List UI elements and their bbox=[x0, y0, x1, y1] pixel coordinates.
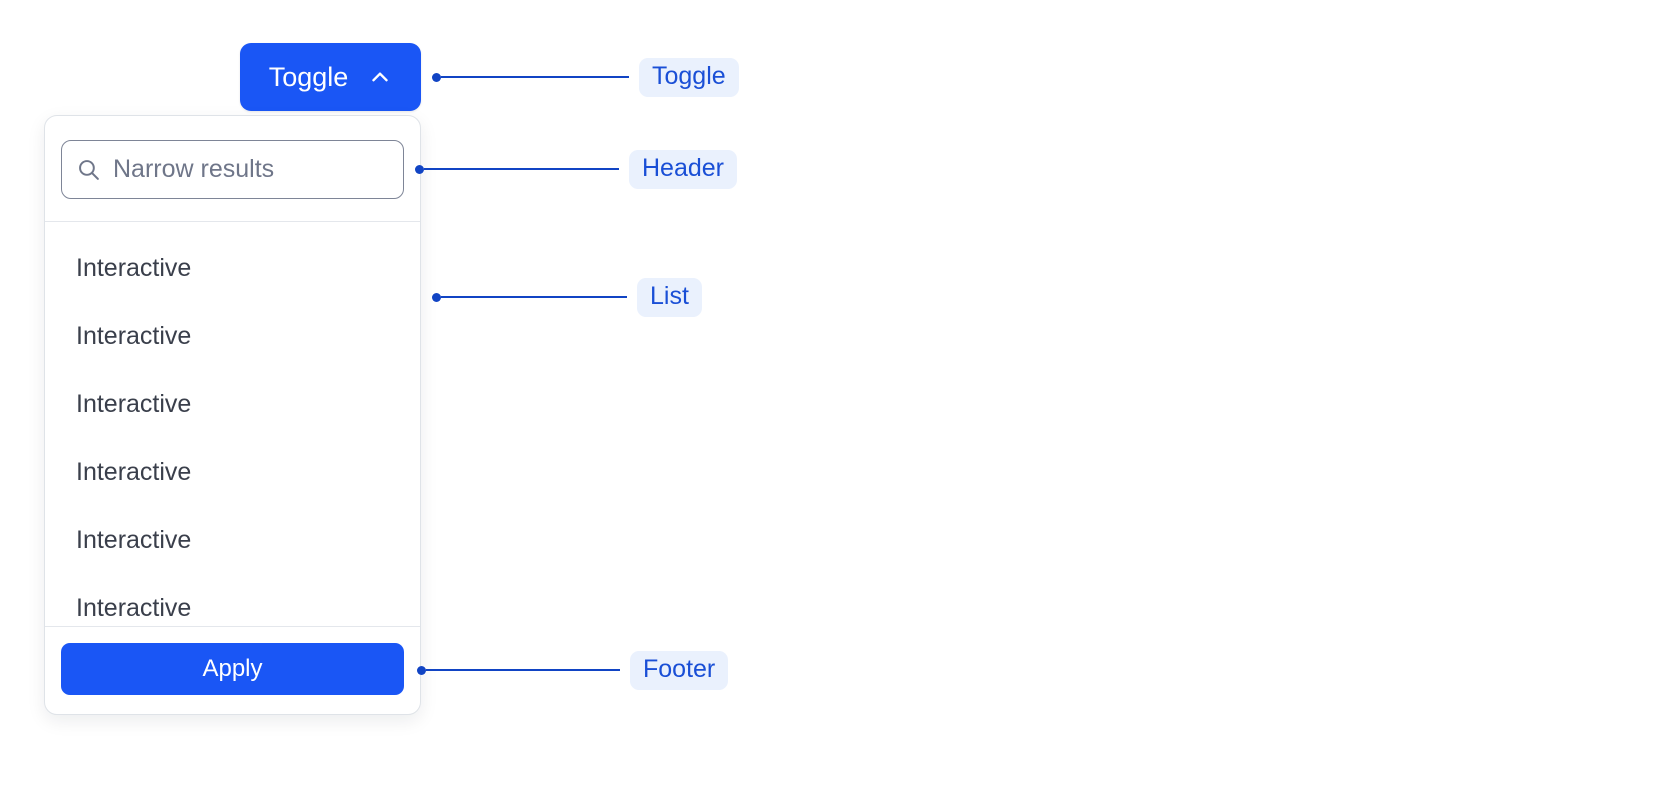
list-item[interactable]: Interactive bbox=[76, 457, 192, 486]
annotation-line bbox=[426, 669, 620, 671]
list-item[interactable]: Interactive bbox=[76, 389, 192, 418]
annotation-footer: Footer bbox=[417, 650, 729, 690]
dropdown-footer: Apply bbox=[45, 626, 420, 714]
annotation-line bbox=[441, 76, 629, 78]
apply-button[interactable]: Apply bbox=[61, 643, 404, 695]
annotation-badge-footer: Footer bbox=[630, 650, 729, 690]
annotation-line bbox=[441, 296, 627, 298]
annotation-badge-toggle: Toggle bbox=[639, 57, 739, 97]
annotation-dot bbox=[432, 292, 441, 302]
annotation-list: List bbox=[432, 277, 702, 317]
annotation-dot bbox=[415, 164, 424, 174]
dropdown-panel: Interactive Interactive Interactive Inte… bbox=[44, 115, 421, 715]
annotation-dot bbox=[432, 72, 441, 82]
list-item[interactable]: Interactive bbox=[76, 321, 192, 350]
list-item[interactable]: Interactive bbox=[76, 253, 192, 282]
search-input[interactable] bbox=[113, 155, 389, 184]
annotation-toggle: Toggle bbox=[432, 57, 739, 97]
toggle-button-label: Toggle bbox=[268, 61, 349, 92]
dropdown-list: Interactive Interactive Interactive Inte… bbox=[45, 222, 420, 626]
dropdown-header bbox=[45, 116, 420, 222]
annotation-badge-header: Header bbox=[629, 149, 737, 189]
annotation-dot bbox=[417, 665, 426, 675]
annotation-badge-list: List bbox=[637, 277, 702, 317]
annotation-line bbox=[424, 168, 619, 170]
list-item[interactable]: Interactive bbox=[76, 593, 192, 622]
annotation-header: Header bbox=[415, 149, 737, 189]
search-field[interactable] bbox=[61, 140, 404, 199]
search-icon bbox=[76, 157, 101, 182]
chevron-up-icon bbox=[368, 65, 392, 89]
toggle-button[interactable]: Toggle bbox=[240, 43, 421, 111]
list-item[interactable]: Interactive bbox=[76, 525, 192, 554]
